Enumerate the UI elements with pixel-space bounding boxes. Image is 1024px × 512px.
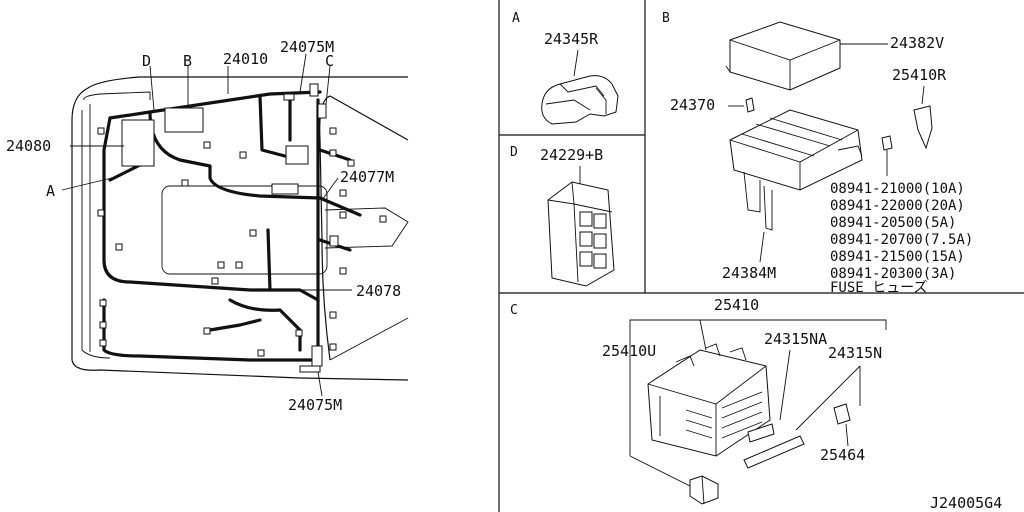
vehicle-body-outline bbox=[71, 76, 409, 381]
part-label-24077m: 24077M bbox=[340, 168, 394, 186]
fuse-item: 08941-20500(5A) bbox=[830, 215, 956, 231]
part-label-24384m: 24384M bbox=[722, 264, 776, 282]
part-label-24080: 24080 bbox=[6, 137, 51, 155]
diagram-id: J24005G4 bbox=[930, 494, 1002, 512]
c-leader-lines bbox=[629, 319, 887, 456]
fuse-puller-icon bbox=[913, 105, 933, 150]
part-label-24345r: 24345R bbox=[544, 30, 599, 48]
section-c-letter: C bbox=[510, 303, 518, 318]
fuse-item: 08941-20300(3A) bbox=[830, 266, 956, 282]
fuse-note: FUSE ヒューズ bbox=[830, 280, 927, 296]
part-label-24370: 24370 bbox=[670, 96, 715, 114]
fuse-box-cover-icon bbox=[725, 21, 841, 91]
mini-fuse-icon bbox=[881, 135, 893, 176]
part-label-24010: 24010 bbox=[223, 50, 268, 68]
fuse-block-icon bbox=[729, 109, 863, 231]
callout-b: B bbox=[183, 52, 192, 70]
panel-dividers bbox=[498, 0, 1024, 512]
section-d: D 24229+B bbox=[510, 145, 615, 287]
part-label-25410r: 25410R bbox=[892, 66, 947, 84]
section-b: B 24382V 25410R 24370 bbox=[662, 11, 973, 296]
fuse-puller-icon bbox=[833, 403, 851, 425]
clip-icon bbox=[745, 97, 755, 113]
fuse-item: 08941-21000(10A) bbox=[830, 181, 965, 197]
part-label-24075m-top: 24075M bbox=[280, 38, 334, 56]
connector-block-icon bbox=[547, 181, 615, 287]
section-c: C 25410 25410U 24315NA 24315N 25464 bbox=[510, 296, 887, 505]
part-label-25464: 25464 bbox=[820, 446, 865, 464]
callout-a: A bbox=[46, 182, 55, 200]
part-label-25410u: 25410U bbox=[602, 342, 656, 360]
fuse-item: 08941-21500(15A) bbox=[830, 249, 965, 265]
relay-box-icon bbox=[647, 343, 771, 457]
callout-d: D bbox=[142, 52, 151, 70]
fuse-item: 08941-20700(7.5A) bbox=[830, 232, 973, 248]
part-label-24078: 24078 bbox=[356, 282, 401, 300]
callout-c: C bbox=[325, 52, 334, 70]
part-label-24315na: 24315NA bbox=[764, 330, 827, 348]
section-b-letter: B bbox=[662, 11, 670, 26]
part-label-24315n: 24315N bbox=[828, 344, 882, 362]
harness-wires bbox=[102, 90, 362, 362]
part-label-24229b: 24229+B bbox=[540, 146, 603, 164]
section-a-letter: A bbox=[512, 11, 520, 26]
section-d-letter: D bbox=[510, 145, 518, 160]
connector-cover-icon bbox=[541, 75, 619, 125]
part-label-25410: 25410 bbox=[714, 296, 759, 314]
fuse-list: 08941-21000(10A) 08941-22000(20A) 08941-… bbox=[830, 181, 973, 296]
harness-connectors bbox=[97, 83, 387, 373]
harness-leader-lines bbox=[61, 53, 352, 397]
section-a: A 24345R bbox=[512, 11, 619, 125]
harness-connector-icon bbox=[629, 455, 719, 505]
fuse-item: 08941-22000(20A) bbox=[830, 198, 965, 214]
relay-icon bbox=[743, 423, 805, 469]
harness-labels: D B C A 24010 24075M 24080 24077M 24078 … bbox=[6, 38, 401, 414]
part-label-24382v: 24382V bbox=[890, 34, 944, 52]
part-label-24075m-bottom: 24075M bbox=[288, 396, 342, 414]
